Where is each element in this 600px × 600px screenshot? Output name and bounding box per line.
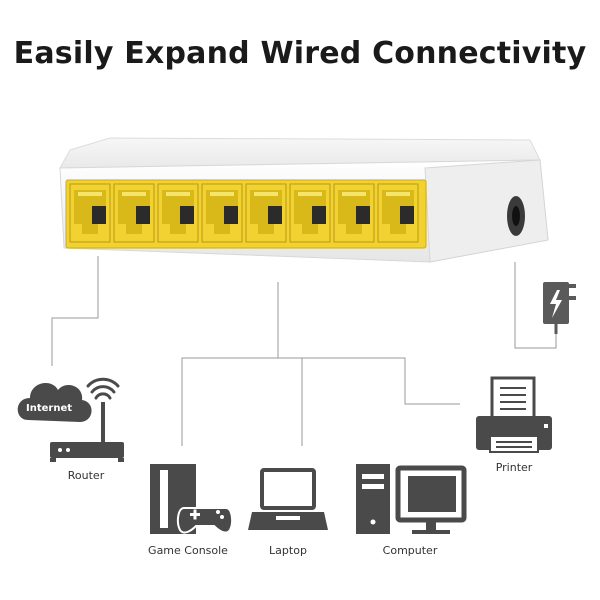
ethernet-port bbox=[201, 183, 243, 243]
router-icon bbox=[50, 402, 124, 462]
headline: Easily Expand Wired Connectivity bbox=[13, 36, 587, 71]
ethernet-port bbox=[289, 183, 331, 243]
network-switch bbox=[59, 137, 549, 263]
computer-icon bbox=[356, 464, 467, 534]
connection-lines bbox=[51, 256, 557, 446]
game-console-label: Game Console bbox=[148, 544, 228, 557]
ethernet-port bbox=[245, 183, 287, 243]
ports bbox=[69, 183, 419, 243]
printer-label: Printer bbox=[495, 461, 533, 474]
router-label: Router bbox=[67, 469, 105, 482]
game-console-icon bbox=[150, 464, 234, 534]
computer-label: Computer bbox=[382, 544, 438, 557]
laptop-label: Laptop bbox=[269, 544, 307, 557]
ethernet-port bbox=[157, 183, 199, 243]
power-adapter-icon bbox=[543, 282, 576, 334]
ethernet-port bbox=[69, 183, 111, 243]
cloud-label: Internet bbox=[25, 403, 73, 414]
internet-cloud-icon bbox=[17, 383, 92, 422]
ethernet-port bbox=[333, 183, 375, 243]
wifi-icon bbox=[86, 377, 120, 400]
ethernet-port bbox=[113, 183, 155, 243]
laptop-icon bbox=[248, 468, 328, 530]
ethernet-port bbox=[377, 183, 419, 243]
printer-icon bbox=[476, 376, 552, 453]
